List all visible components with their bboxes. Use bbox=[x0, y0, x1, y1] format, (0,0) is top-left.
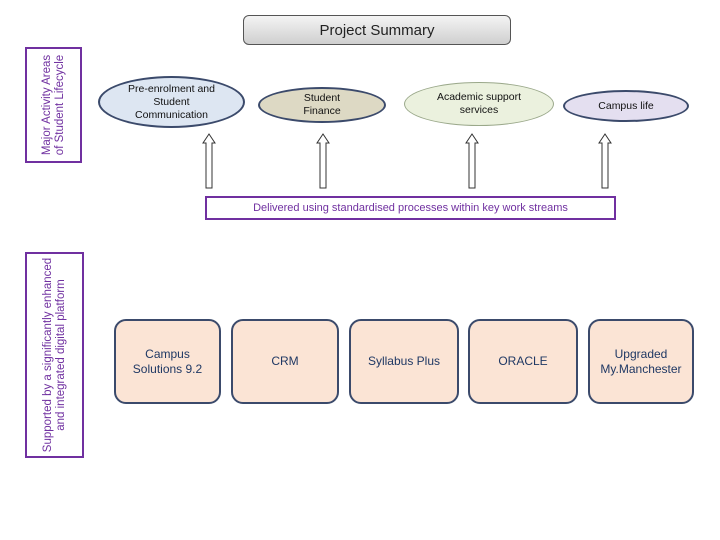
arrow-up-icon bbox=[316, 133, 330, 189]
platform-syllabus-plus: Syllabus Plus bbox=[349, 319, 459, 404]
area-student-finance-label: Student Finance bbox=[303, 92, 341, 117]
area-campus-life: Campus life bbox=[563, 90, 689, 122]
platform-side-label-text: Supported by a significantly enhanced an… bbox=[41, 257, 67, 453]
lifecycle-side-label-text: Major Activity Areas of Student Lifecycl… bbox=[40, 54, 66, 156]
area-academic-support-label: Academic support services bbox=[436, 91, 522, 116]
area-pre-enrolment: Pre-enrolment and Student Communication bbox=[98, 76, 245, 128]
arrow-up-icon bbox=[465, 133, 479, 189]
platform-campus-solutions: Campus Solutions 9.2 bbox=[114, 319, 221, 404]
platform-oracle-label: ORACLE bbox=[498, 354, 548, 368]
project-summary-title: Project Summary bbox=[243, 15, 511, 45]
platform-crm: CRM bbox=[231, 319, 339, 404]
platform-mymanchester-label: Upgraded My.Manchester bbox=[600, 346, 682, 376]
area-student-finance: Student Finance bbox=[258, 87, 386, 123]
area-pre-enrolment-label: Pre-enrolment and Student Communication bbox=[128, 82, 215, 121]
platform-side-label: Supported by a significantly enhanced an… bbox=[25, 252, 84, 458]
platform-mymanchester: Upgraded My.Manchester bbox=[588, 319, 694, 404]
platform-oracle: ORACLE bbox=[468, 319, 578, 404]
arrow-up-icon bbox=[598, 133, 612, 189]
platform-syllabus-plus-label: Syllabus Plus bbox=[367, 354, 441, 368]
platform-crm-label: CRM bbox=[271, 354, 299, 368]
area-campus-life-label: Campus life bbox=[598, 99, 654, 112]
arrow-up-icon bbox=[202, 133, 216, 189]
standardised-processes-banner: Delivered using standardised processes w… bbox=[205, 196, 616, 220]
lifecycle-side-label: Major Activity Areas of Student Lifecycl… bbox=[25, 47, 82, 163]
platform-campus-solutions-label: Campus Solutions 9.2 bbox=[132, 346, 203, 376]
area-academic-support: Academic support services bbox=[404, 82, 554, 126]
